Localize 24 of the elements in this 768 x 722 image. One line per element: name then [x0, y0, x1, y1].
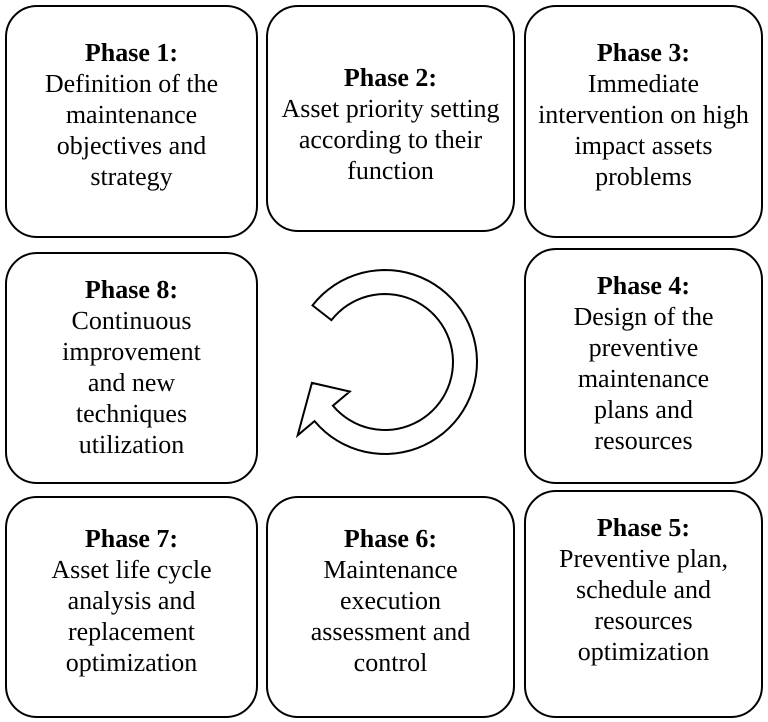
- phase-heading: Phase 7:: [84, 523, 180, 554]
- phase-box: [5, 5, 258, 238]
- phase-description: Maintenance execution assessment and control: [310, 554, 470, 678]
- phase-description: Definition of the maintenance objectives and strategy: [44, 68, 220, 192]
- phase-description: Immediate intervention on high impact assets problems: [537, 68, 750, 192]
- phase-heading: Phase 3:: [596, 37, 692, 68]
- phase-heading: Phase 4:: [596, 270, 692, 301]
- phase-heading: Phase 1:: [84, 37, 180, 68]
- phase-description: Preventive plan, schedule and resources optimization: [558, 543, 729, 667]
- phase-description: Design of the preventive maintenance plans and resources: [572, 301, 715, 456]
- phase-description: Asset priority setting according to their function: [280, 93, 501, 186]
- phase-description: Continuous improvement and new techniques utilization: [61, 305, 202, 460]
- phase-box: [524, 248, 763, 484]
- phase-box: [524, 5, 763, 238]
- phase-heading: Phase 6:: [342, 523, 438, 554]
- phase-box: [524, 490, 763, 718]
- phase-heading: Phase 2:: [342, 62, 438, 93]
- phase-box: [266, 496, 515, 718]
- phase-description: Asset life cycle analysis and replacement optimization: [50, 554, 213, 678]
- phase-heading: Phase 5:: [596, 512, 692, 543]
- phase-box: [5, 496, 258, 718]
- phase-heading: Phase 8:: [84, 274, 180, 305]
- phase-box: [5, 252, 258, 484]
- phase-box: [266, 5, 515, 232]
